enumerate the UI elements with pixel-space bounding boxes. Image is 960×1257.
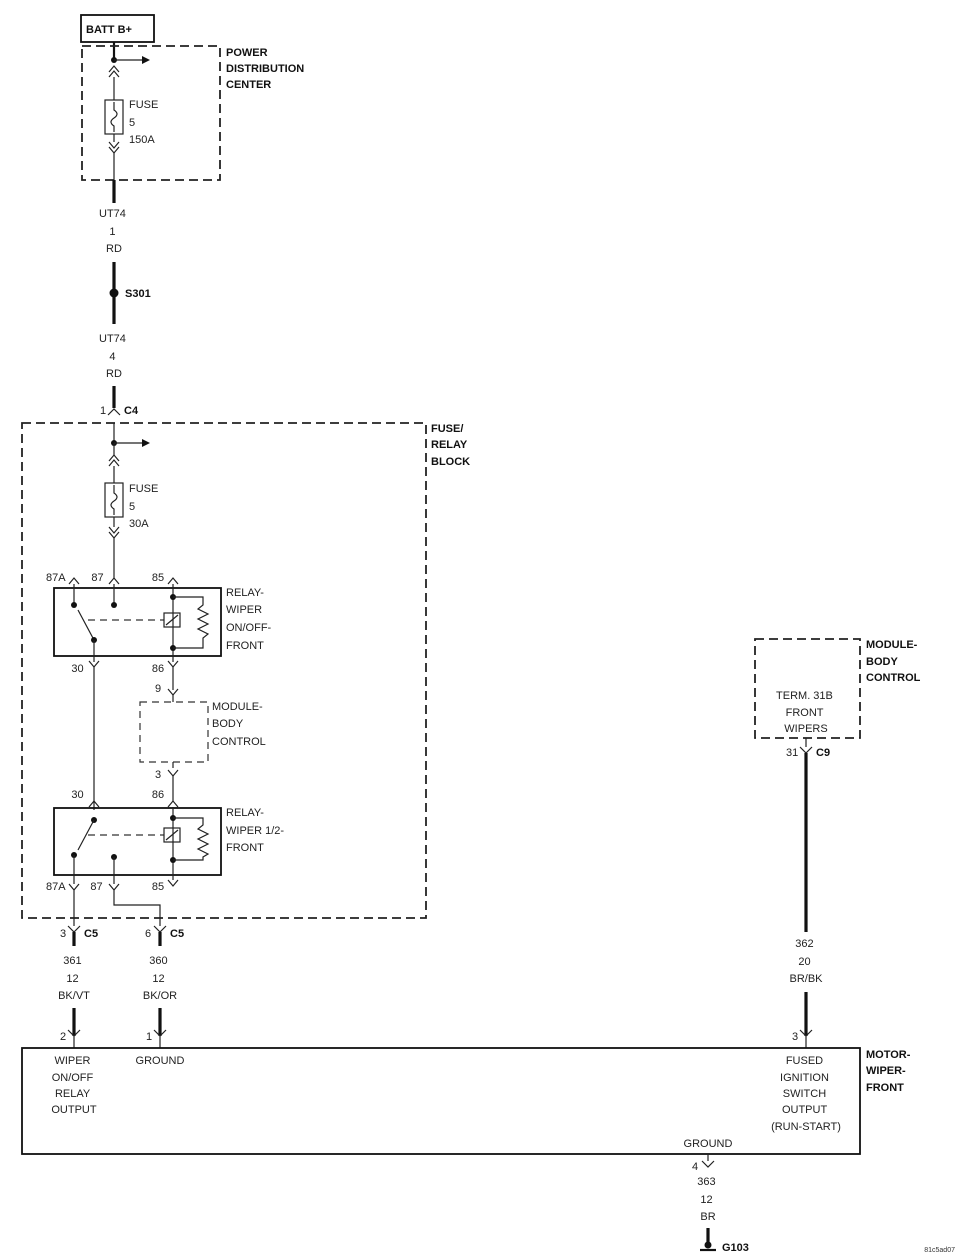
wire-363-label: 363 12 BR: [697, 1176, 718, 1223]
motor-fused-label: FUSED IGNITION SWITCH OUTPUT (RUN-START): [771, 1055, 841, 1133]
relay2-switch-arm: [77, 819, 95, 851]
relay1-top-chevron-icons: [68, 577, 179, 585]
wire-360-label: 360 12 BK/OR: [143, 955, 177, 1002]
wire-362-label: 362 20 BR/BK: [789, 938, 823, 985]
c4-connector-icon: [107, 408, 121, 416]
c5-left-pin: 3: [60, 928, 66, 940]
motor-pin-3: 3: [792, 1031, 798, 1043]
module-inner-pin-top: 9: [155, 683, 161, 695]
bcm-title: MODULE- BODY CONTROL: [866, 639, 921, 684]
c9-label: C9: [816, 747, 830, 759]
c5-right-pin: 6: [145, 928, 151, 940]
motor-ground-bottom-label: GROUND: [684, 1138, 733, 1150]
c4-label: C4: [124, 405, 139, 417]
c5-left-label: C5: [84, 928, 98, 940]
c5-right-connector-icon: [153, 925, 167, 933]
pdc-fuse-top-chevron-icon: [108, 65, 120, 78]
frb-bus-arrow-icon: [142, 439, 150, 447]
motor-title: MOTOR- WIPER- FRONT: [866, 1049, 913, 1094]
frb-fuse-label: FUSE 5 30A: [129, 483, 161, 530]
relay2-top-chevron-icons: [88, 800, 179, 808]
frb-fuse-top-chevron-icon: [108, 454, 120, 467]
ground-label: G103: [722, 1242, 749, 1254]
batt-box: [80, 14, 155, 43]
splice-s301-dot: [109, 288, 119, 298]
wire-mid-label: UT74 4 RD: [99, 333, 129, 380]
batt-label: BATT B+: [86, 24, 132, 36]
motor-pin-2: 2: [60, 1031, 66, 1043]
fuse-relay-block-box: [21, 422, 427, 919]
pdc-fuse-bottom-chevron-icon: [108, 141, 120, 154]
pdc-box: [81, 45, 221, 181]
relay2-bottom-pins: 87A 87 85: [46, 881, 164, 893]
relay1-label: RELAY- WIPER ON/OFF- FRONT: [226, 587, 274, 652]
relay-wiper-half-box: [53, 807, 222, 876]
relay1-bottom-pins: 30 86: [71, 663, 164, 675]
c5-left-connector-icon: [67, 925, 81, 933]
module-inner-label: MODULE- BODY CONTROL: [212, 701, 266, 748]
wire-top-label: UT74 1 RD: [99, 208, 129, 255]
relay2-coil-icon: [163, 827, 181, 843]
relay2-label: RELAY- WIPER 1/2- FRONT: [226, 807, 287, 854]
splice-label: S301: [125, 288, 151, 300]
c9-connector-icon: [799, 746, 813, 754]
frb-fuse-bottom-chevron-icon: [108, 526, 120, 539]
module-inner-box: [139, 701, 209, 763]
c4-pin: 1: [100, 405, 106, 417]
pdc-bus-arrow-icon: [142, 56, 150, 64]
pdc-title: POWER DISTRIBUTION CENTER: [226, 47, 307, 91]
relay1-top-pins: 87A 87 85: [46, 572, 164, 584]
wire-361-label: 361 12 BK/VT: [58, 955, 90, 1002]
frb-title: FUSE/ RELAY BLOCK: [431, 423, 470, 468]
footer-code: 81c5ad07: [924, 1247, 955, 1254]
relay2-resistor-icon: [173, 817, 210, 861]
relay1-bottom-chevron-icons: [88, 660, 179, 668]
c5-right-label: C5: [170, 928, 184, 940]
pdc-fuse-label: FUSE 5 150A: [129, 99, 161, 146]
relay-wiper-on-off-box: [53, 587, 222, 657]
bcm-pin: 31: [786, 747, 798, 759]
motor-wiper-output-label: WIPER ON/OFF RELAY OUTPUT: [51, 1055, 97, 1116]
motor-wiper-front-box: [21, 1047, 861, 1155]
bcm-box: [754, 638, 861, 739]
relay2-top-pins: 30 86: [71, 789, 164, 801]
motor-pin-1: 1: [146, 1031, 152, 1043]
relay1-switch-arm: [77, 609, 95, 641]
bcm-inner-label: TERM. 31B FRONT WIPERS: [776, 690, 836, 735]
relay1-coil-icon: [163, 612, 181, 628]
relay1-resistor-icon: [173, 596, 210, 649]
motor-ground-connector-icon: [701, 1160, 715, 1168]
module-inner-pin-bottom: 3: [155, 769, 161, 781]
motor-pin-4: 4: [692, 1161, 698, 1173]
motor-ground-label: GROUND: [136, 1055, 185, 1067]
relay2-87-to-c5: [113, 890, 161, 926]
